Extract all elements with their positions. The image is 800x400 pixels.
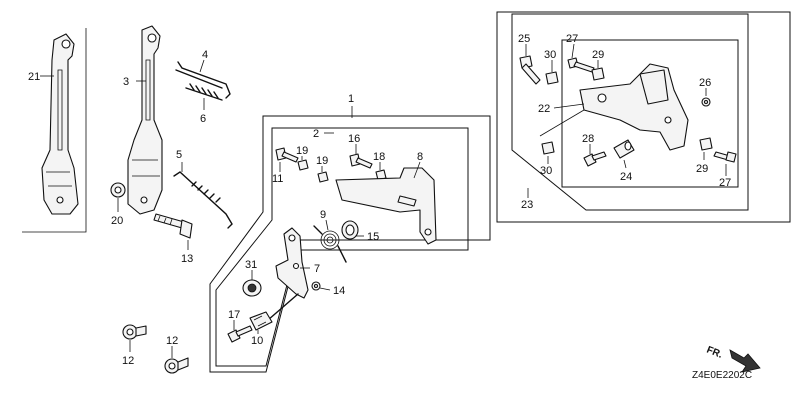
- part-27-bolt-a: [567, 57, 595, 73]
- part-21-lever: [41, 33, 79, 215]
- callout-1: 1: [348, 93, 354, 105]
- callout-16: 16: [348, 133, 360, 145]
- callout-29b: 29: [696, 163, 708, 175]
- callout-20: 20: [111, 215, 123, 227]
- part-6-spring: [185, 83, 223, 101]
- callout-25: 25: [518, 33, 530, 45]
- part-3-lever: [127, 25, 163, 215]
- callout-labels: 1 2 3 4 5 6 7 8 9 10 11 12 12 13 14 15 1…: [28, 33, 731, 367]
- callout-30b: 30: [540, 165, 552, 177]
- callout-10: 10: [251, 335, 263, 347]
- part-12-bolt-a: [122, 324, 147, 340]
- part-11-bolt: [275, 147, 299, 163]
- callout-27b: 27: [719, 177, 731, 189]
- assembly-1-frame: [209, 115, 491, 373]
- callout-15: 15: [367, 231, 379, 243]
- part-31-bushing: [242, 279, 262, 297]
- part-28-bolt: [583, 151, 607, 167]
- part-20-nut: [110, 182, 126, 198]
- callout-26: 26: [699, 77, 711, 89]
- part-17-bolt: [227, 325, 253, 343]
- callout-2: 2: [313, 128, 319, 140]
- callout-19b: 19: [316, 155, 328, 167]
- callout-27a: 27: [566, 33, 578, 45]
- callout-14: 14: [333, 285, 345, 297]
- callout-5: 5: [176, 149, 182, 161]
- leader-24: [623, 159, 627, 169]
- part-8-bracket: [335, 167, 437, 245]
- part-19-nut-a: [297, 159, 309, 171]
- callout-12b: 12: [166, 335, 178, 347]
- part-30-nut-a: [545, 71, 559, 85]
- part-27-bolt-b: [713, 151, 737, 163]
- leader-9: [325, 219, 329, 231]
- leader-22b: [539, 109, 585, 137]
- callout-28: 28: [582, 133, 594, 145]
- part-29-nut-a: [591, 67, 605, 81]
- part-10-joint: [249, 311, 273, 331]
- callout-24: 24: [620, 171, 632, 183]
- inset-frame-22: [496, 11, 791, 223]
- callout-4: 4: [202, 49, 208, 61]
- part-24-collar: [613, 139, 635, 159]
- callout-13: 13: [181, 253, 193, 265]
- part-15-collar: [341, 220, 359, 240]
- leader-8: [413, 161, 421, 179]
- part-4-rod: [175, 61, 231, 99]
- part-26-washer: [701, 97, 711, 107]
- part-5-rod: [173, 171, 233, 229]
- part-13-bolt: [153, 213, 193, 239]
- part-12-bolt-b: [164, 357, 189, 374]
- leader-14: [319, 287, 331, 291]
- callout-29a: 29: [592, 49, 604, 61]
- callout-19a: 19: [296, 145, 308, 157]
- direction-marker-label: FR.: [705, 345, 724, 361]
- callout-22: 22: [538, 103, 550, 115]
- callout-17: 17: [228, 309, 240, 321]
- part-30-nut-b: [541, 141, 555, 155]
- callout-8: 8: [417, 151, 423, 163]
- callout-9: 9: [320, 209, 326, 221]
- part-7-arm: [267, 227, 309, 321]
- callout-18: 18: [373, 151, 385, 163]
- leader-4: [199, 59, 205, 73]
- part-9-spring: [313, 225, 347, 263]
- callout-6: 6: [200, 113, 206, 125]
- callout-23: 23: [521, 199, 533, 211]
- diagram-code: Z4E0E2202C: [692, 370, 752, 381]
- part-14-washer: [311, 281, 321, 291]
- part-25-bolt: [519, 55, 541, 85]
- callout-12a: 12: [122, 355, 134, 367]
- part-22-plate: [579, 63, 689, 151]
- front-direction-arrow: [729, 349, 761, 373]
- callout-31: 31: [245, 259, 257, 271]
- callout-3: 3: [123, 76, 129, 88]
- callout-21: 21: [28, 71, 40, 83]
- part-19-nut-b: [317, 171, 329, 183]
- leader-27a: [571, 43, 575, 59]
- part-16-bolt: [349, 153, 373, 169]
- leader-22: [553, 103, 585, 109]
- left-divider: [22, 28, 87, 233]
- callout-11: 11: [272, 173, 283, 185]
- callout-30a: 30: [544, 49, 556, 61]
- part-29-nut-b: [699, 137, 713, 151]
- callout-7: 7: [314, 263, 320, 275]
